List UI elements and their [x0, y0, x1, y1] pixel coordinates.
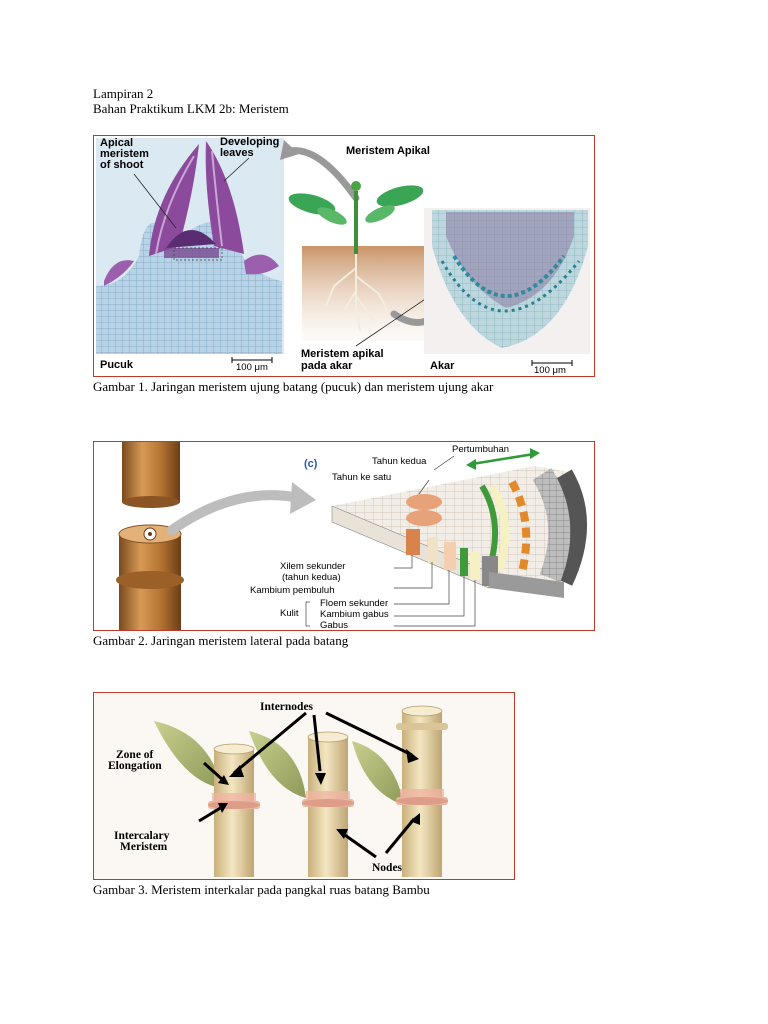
label-nodes: Nodes	[372, 862, 403, 874]
cork-ring	[532, 468, 571, 583]
label-tahun-ke-satu: Tahun ke satu	[332, 472, 392, 483]
label-intercalary-meristem-l1: Intercalary	[114, 830, 170, 842]
label-apical-meristem-l1: Apical	[100, 137, 134, 149]
label-internodes: Internodes	[260, 701, 314, 713]
label-apical-meristem-l3: of shoot	[100, 159, 144, 171]
label-zone-of-elongation-l2: Elongation	[108, 760, 162, 772]
figure-intercalary-meristem: Internodes Zone of Elongation Intercalar…	[93, 692, 515, 880]
wedge-top	[332, 466, 570, 582]
bamboo-leaf-3	[352, 741, 404, 805]
intercalary-meristem-illustration	[94, 693, 514, 879]
figure1-caption: Gambar 1. Jaringan meristem ujung batang…	[93, 379, 494, 394]
shoot-tissue	[96, 222, 282, 361]
label-zone-of-elongation-l1: Zone of	[116, 749, 154, 761]
label-akar: Akar	[430, 360, 455, 372]
document-title: Bahan Praktikum LKM 2b: Meristem	[93, 101, 289, 116]
label-pucuk: Pucuk	[100, 359, 134, 371]
label-meristem-apikal: Meristem Apikal	[346, 145, 430, 157]
developing-leaf-right	[205, 141, 244, 254]
seedling-leaf-right	[376, 185, 424, 207]
label-tahun-kedua: Tahun kedua	[372, 456, 427, 467]
label-pertumbuhan: Pertumbuhan	[452, 444, 510, 455]
label-panel-c: (c)	[304, 458, 318, 470]
label-gabus: Gabus	[320, 620, 348, 631]
label-meristem-akar-l1: Meristem apikal	[301, 348, 384, 360]
bamboo-stalk-1	[214, 749, 254, 877]
apical-dome	[166, 229, 216, 248]
label-developing-leaves-l2: leaves	[220, 147, 254, 159]
label-xilem-l1: Xilem sekunder	[280, 561, 346, 572]
orange-phloem	[508, 480, 531, 573]
label-apical-meristem-l2: meristem	[100, 148, 149, 160]
label-xilem-l2: (tahun kedua)	[282, 572, 341, 583]
figure-apical-meristem: Apical meristem of shoot Developing leav…	[93, 135, 595, 377]
label-scale-right: 100 μm	[534, 365, 566, 376]
apical-meristem-illustration	[96, 138, 590, 374]
arrow-up-icon	[286, 147, 360, 202]
stem-top-piece	[122, 442, 180, 502]
arrow-down-icon	[390, 310, 430, 326]
appendix-label: Lampiran 2	[93, 86, 154, 101]
label-meristem-akar-l2: pada akar	[301, 360, 353, 372]
label-kambium-pembuluh: Kambium pembuluh	[250, 585, 335, 596]
figure-lateral-meristem: (c) Pertumbuhan Tahun kedua Tahun ke sat…	[93, 441, 595, 631]
seedling-roots	[325, 254, 390, 332]
figure3-caption: Gambar 3. Meristem interkalar pada pangk…	[93, 882, 430, 897]
arrow-right-icon	[167, 490, 299, 535]
figure2-caption: Gambar 2. Jaringan meristem lateral pada…	[93, 633, 349, 648]
soil	[302, 246, 432, 341]
label-intercalary-meristem-l2: Meristem	[120, 841, 168, 853]
bamboo-leaf-1	[154, 721, 222, 788]
label-scale-left: 100 μm	[236, 362, 268, 373]
label-developing-leaves-l1: Developing	[220, 136, 280, 148]
label-floem-sekunder: Floem sekunder	[320, 598, 389, 609]
label-kulit: Kulit	[280, 608, 299, 619]
lateral-meristem-illustration	[116, 442, 587, 630]
label-kambium-gabus: Kambium gabus	[320, 609, 389, 620]
